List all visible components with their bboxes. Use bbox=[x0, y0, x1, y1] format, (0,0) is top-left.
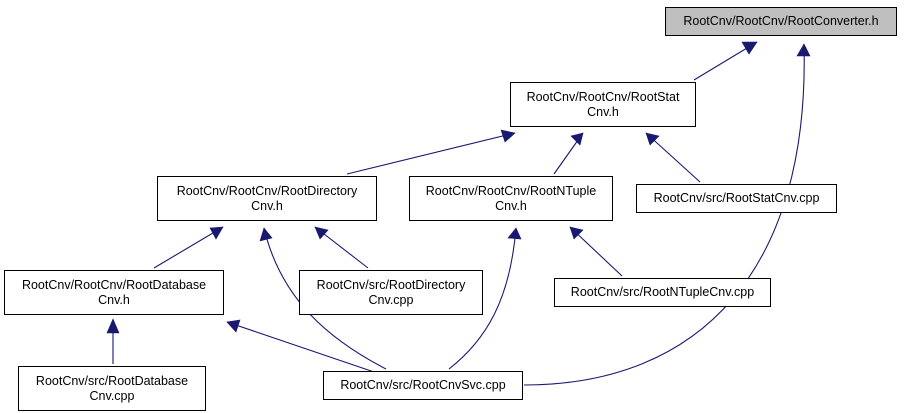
graph-node-label: RootCnv/RootCnv/RootStat Cnv.h bbox=[526, 89, 680, 119]
graph-node-rootdirectorycnv-h[interactable]: RootCnv/RootCnv/RootDirectory Cnv.h bbox=[157, 176, 377, 221]
graph-node-rootcnvsvc-cpp[interactable]: RootCnv/src/RootCnvSvc.cpp bbox=[323, 371, 523, 400]
edge-rootntuplecnv-h-to-rootstatcnv-h bbox=[553, 132, 584, 175]
edge-rootstatcnv-h-to-rootconverter-h-arrowhead bbox=[741, 41, 758, 55]
graph-node-rootdatabasecnv-h[interactable]: RootCnv/RootCnv/RootDatabase Cnv.h bbox=[4, 270, 224, 315]
graph-node-label: RootCnv/src/RootStatCnv.cpp bbox=[653, 191, 820, 205]
edge-rootcnvsvc-cpp-to-rootdatabasecnv-h-arrowhead bbox=[226, 319, 241, 333]
graph-node-label: RootCnv/src/RootDatabase Cnv.cpp bbox=[35, 373, 189, 403]
graph-node-rootstatcnv-h[interactable]: RootCnv/RootCnv/RootStat Cnv.h bbox=[510, 82, 696, 127]
edge-rootntuplecnv-cpp-to-rootntuplecnv-h-arrowhead bbox=[569, 226, 584, 240]
graph-node-label: RootCnv/RootCnv/RootDatabase Cnv.h bbox=[21, 277, 207, 307]
graph-node-rootdatabasecnv-cpp[interactable]: RootCnv/src/RootDatabase Cnv.cpp bbox=[18, 366, 206, 411]
edge-rootdatabasecnv-cpp-to-rootdatabasecnv-h bbox=[106, 318, 120, 364]
graph-node-label: RootCnv/RootCnv/RootDirectory Cnv.h bbox=[176, 183, 358, 213]
graph-node-label: RootCnv/RootCnv/RootConverter.h bbox=[683, 14, 879, 28]
edge-rootdirectorycnv-h-to-rootstatcnv-h-line bbox=[346, 132, 516, 175]
edge-rootcnvsvc-cpp-to-rootdatabasecnv-h-line bbox=[226, 321, 381, 375]
edge-rootcnvsvc-cpp-to-rootconverter-h-arrowhead bbox=[796, 43, 811, 57]
edge-rootdirectorycnv-h-to-rootstatcnv-h bbox=[346, 129, 516, 175]
edge-rootstatcnv-cpp-to-rootstatcnv-h bbox=[645, 132, 701, 183]
edge-rootcnvsvc-cpp-to-rootdatabasecnv-h bbox=[226, 319, 381, 375]
edge-rootdatabasecnv-h-to-rootdirectorycnv-h bbox=[153, 226, 224, 269]
edge-rootdirectorycnv-cpp-to-rootdirectorycnv-h-arrowhead bbox=[314, 226, 329, 240]
edge-rootstatcnv-cpp-to-rootstatcnv-h-arrowhead bbox=[645, 132, 660, 146]
graph-node-rootdirectorycnv-cpp[interactable]: RootCnv/src/RootDirectory Cnv.cpp bbox=[299, 270, 483, 315]
graph-node-label: RootCnv/RootCnv/RootNTuple Cnv.h bbox=[425, 183, 597, 213]
edge-rootstatcnv-h-to-rootconverter-h bbox=[693, 41, 758, 81]
graph-node-rootntuplecnv-h[interactable]: RootCnv/RootCnv/RootNTuple Cnv.h bbox=[409, 176, 613, 221]
edge-rootcnvsvc-cpp-to-rootntuplecnv-h bbox=[448, 227, 522, 370]
edge-rootdatabasecnv-cpp-to-rootdatabasecnv-h-arrowhead bbox=[106, 318, 120, 334]
graph-node-rootconverter-h[interactable]: RootCnv/RootCnv/RootConverter.h bbox=[665, 7, 897, 36]
graph-node-rootstatcnv-cpp[interactable]: RootCnv/src/RootStatCnv.cpp bbox=[636, 184, 837, 213]
edge-rootcnvsvc-cpp-to-rootdirectorycnv-h-arrowhead bbox=[259, 227, 273, 242]
edge-rootntuplecnv-cpp-to-rootntuplecnv-h bbox=[569, 226, 623, 277]
graph-node-label: RootCnv/src/RootCnvSvc.cpp bbox=[340, 378, 506, 392]
edge-rootntuplecnv-cpp-to-rootntuplecnv-h-line bbox=[569, 226, 623, 277]
graph-node-label: RootCnv/src/RootDirectory Cnv.cpp bbox=[316, 277, 466, 307]
edge-rootdirectorycnv-cpp-to-rootdirectorycnv-h bbox=[314, 226, 369, 269]
edge-rootdirectorycnv-h-to-rootstatcnv-h-arrowhead bbox=[500, 129, 516, 143]
edge-rootdatabasecnv-h-to-rootdirectorycnv-h-arrowhead bbox=[209, 226, 224, 240]
graph-node-label: RootCnv/src/RootNTupleCnv.cpp bbox=[570, 285, 755, 299]
edge-rootdatabasecnv-h-to-rootdirectorycnv-h-line bbox=[153, 226, 224, 269]
graph-node-rootntuplecnv-cpp[interactable]: RootCnv/src/RootNTupleCnv.cpp bbox=[554, 278, 771, 307]
edge-rootntuplecnv-h-to-rootstatcnv-h-arrowhead bbox=[570, 132, 584, 146]
edge-rootstatcnv-cpp-to-rootstatcnv-h-line bbox=[645, 132, 701, 183]
edge-rootcnvsvc-cpp-to-rootntuplecnv-h-line bbox=[448, 227, 517, 370]
edge-rootcnvsvc-cpp-to-rootntuplecnv-h-arrowhead bbox=[507, 227, 522, 240]
